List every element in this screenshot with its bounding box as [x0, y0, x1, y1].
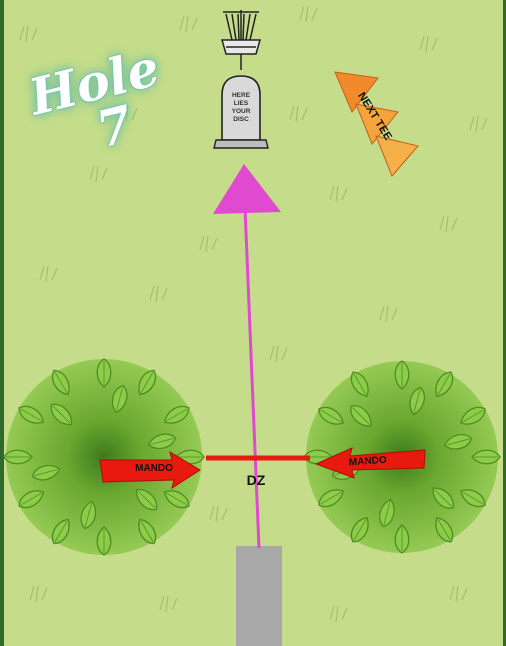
- left-border: [0, 0, 4, 646]
- dz-label: DZ: [247, 472, 266, 488]
- tombstone-line-1: HERE: [232, 92, 251, 99]
- mando-right-label: MANDO: [349, 455, 388, 469]
- mando-arrow-right: MANDO: [314, 447, 426, 479]
- tombstone-line-2: LIES: [234, 100, 249, 107]
- flight-path-arrowhead: [213, 164, 281, 214]
- right-border: [503, 0, 506, 646]
- grass-texture: [19, 5, 488, 623]
- mando-left-label: MANDO: [135, 463, 173, 474]
- tombstone-line-4: DISC: [233, 116, 249, 123]
- tombstone-icon: HERE LIES YOUR DISC: [213, 75, 269, 149]
- next-tee-arrows: NEXT TEE: [334, 71, 419, 177]
- mando-arrow-left: MANDO: [99, 450, 201, 490]
- left-bush: [3, 358, 205, 556]
- tombstone-line-3: YOUR: [232, 108, 251, 115]
- flight-path-line: [243, 207, 261, 549]
- basket-icon: [221, 10, 261, 70]
- tee-pad: [236, 546, 282, 646]
